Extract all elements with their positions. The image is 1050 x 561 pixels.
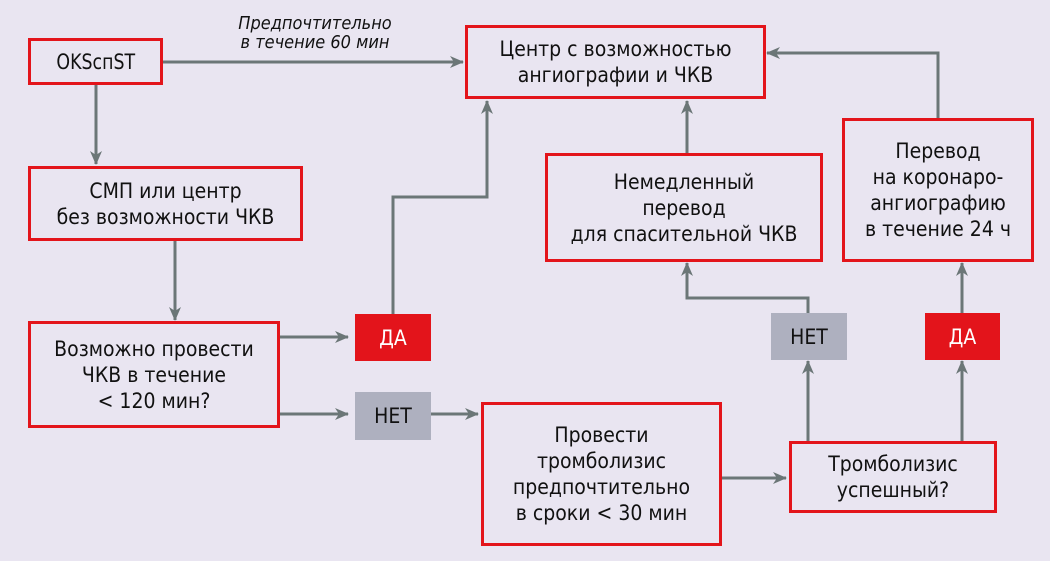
node-rescue-pci: Немедленный перевод для спасительной ЧКВ (545, 153, 823, 262)
node-rescue-pci-label: Немедленный перевод для спасительной ЧКВ (570, 169, 798, 246)
node-pci-center: Центр с возможностью ангиографии и ЧКВ (465, 25, 766, 99)
decision-yes-pci-label: ДА (379, 325, 407, 350)
node-thrombolysis-success-label: Тромболизис успешный? (828, 452, 958, 502)
decision-no-pci-label: НЕТ (374, 404, 412, 428)
node-thrombolysis-success: Тромболизис успешный? (789, 441, 997, 513)
decision-yes-success-label: ДА (948, 324, 977, 349)
direct-route-annotation: Предпочтительно в течение 60 мин (238, 13, 392, 53)
node-start-label: OKSспST (56, 49, 135, 74)
edge-yes-to-center (391, 100, 493, 314)
node-ems-label: СМП или центр без возможности ЧКВ (56, 178, 275, 229)
node-start: OKSспST (28, 38, 163, 85)
node-transfer-angio-label: Перевод на коронаро- ангиографию в течен… (864, 139, 1011, 241)
decision-no-success: НЕТ (771, 313, 847, 360)
node-transfer-angio: Перевод на коронаро- ангиографию в течен… (842, 118, 1034, 262)
decision-no-pci: НЕТ (355, 392, 431, 440)
node-pci-center-label: Центр с возможностью ангиографии и ЧКВ (499, 37, 732, 87)
decision-no-success-label: НЕТ (790, 324, 828, 349)
edge-no-to-rescue (681, 262, 810, 313)
node-question-pci: Возможно провести ЧКВ в течение < 120 ми… (28, 321, 280, 428)
edge-transfer-to-center (766, 47, 940, 118)
decision-yes-pci: ДА (355, 314, 431, 361)
decision-yes-success: ДА (925, 313, 1000, 360)
node-ems: СМП или центр без возможности ЧКВ (28, 166, 303, 241)
node-thrombolysis: Провести тромболизис предпочтительно в с… (481, 402, 722, 546)
node-question-pci-label: Возможно провести ЧКВ в течение < 120 ми… (54, 336, 254, 413)
node-thrombolysis-label: Провести тромболизис предпочтительно в с… (512, 423, 691, 525)
